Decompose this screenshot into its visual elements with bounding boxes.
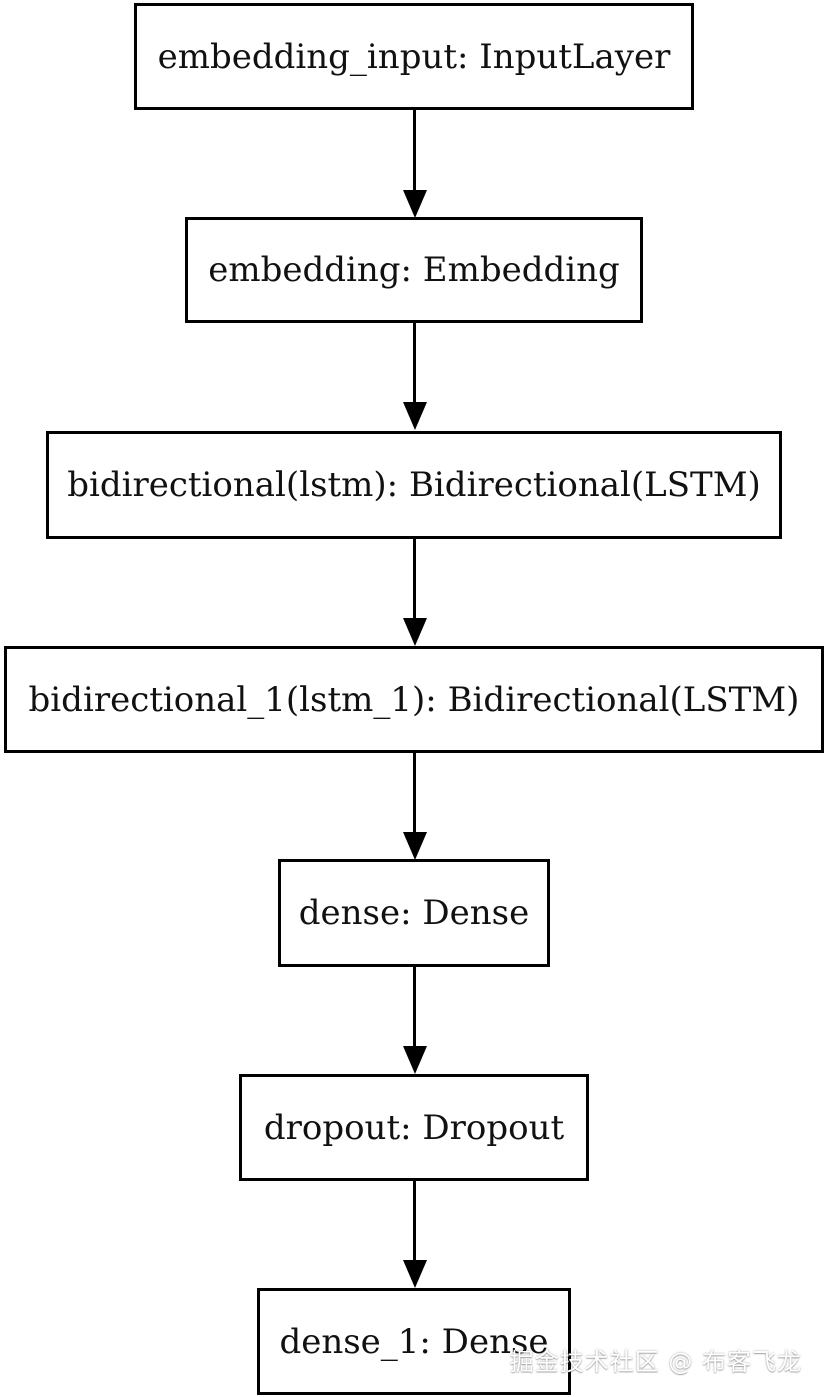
edge-line-1 bbox=[413, 110, 416, 190]
node-label: dropout: Dropout bbox=[263, 1107, 565, 1148]
node-dropout: dropout: Dropout bbox=[239, 1074, 589, 1181]
node-label: bidirectional_1(lstm_1): Bidirectional(L… bbox=[28, 679, 800, 720]
node-bidirectional-lstm-1: bidirectional_1(lstm_1): Bidirectional(L… bbox=[4, 646, 824, 753]
edge-line-2 bbox=[413, 323, 416, 402]
node-label: bidirectional(lstm): Bidirectional(LSTM) bbox=[67, 465, 761, 505]
edge-line-5 bbox=[413, 967, 416, 1046]
node-bidirectional-lstm: bidirectional(lstm): Bidirectional(LSTM) bbox=[46, 431, 782, 539]
arrowhead-2 bbox=[403, 402, 427, 430]
node-label: embedding: Embedding bbox=[208, 250, 620, 290]
edge-line-6 bbox=[413, 1181, 416, 1260]
node-label: dense: Dense bbox=[298, 893, 530, 933]
node-embedding-input: embedding_input: InputLayer bbox=[134, 3, 694, 110]
node-dense-1: dense_1: Dense bbox=[257, 1288, 571, 1395]
arrowhead-1 bbox=[403, 190, 427, 218]
arrowhead-5 bbox=[403, 1046, 427, 1074]
edge-line-4 bbox=[413, 753, 416, 832]
node-embedding: embedding: Embedding bbox=[185, 217, 643, 323]
arrowhead-3 bbox=[403, 618, 427, 646]
node-label: dense_1: Dense bbox=[279, 1321, 549, 1362]
node-label: embedding_input: InputLayer bbox=[157, 36, 671, 77]
watermark-text: 掘金技术社区 @ 布客飞龙 bbox=[509, 1348, 802, 1376]
arrowhead-4 bbox=[403, 832, 427, 860]
edge-line-3 bbox=[413, 539, 416, 618]
arrowhead-6 bbox=[403, 1260, 427, 1288]
node-dense: dense: Dense bbox=[278, 859, 550, 967]
